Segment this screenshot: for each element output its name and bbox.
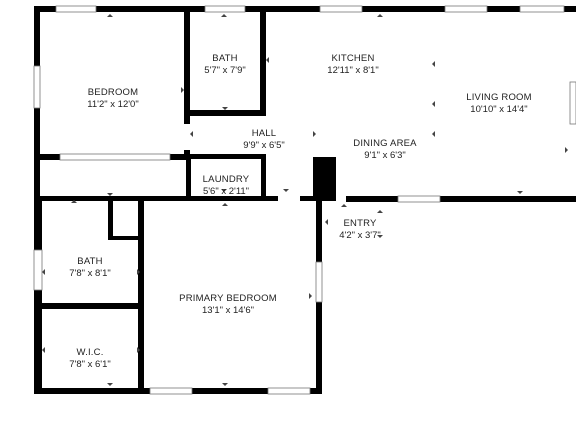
room-label-dining-area: DINING AREA 9'1" x 6'3" bbox=[353, 138, 417, 161]
room-label-primary-bedroom: PRIMARY BEDROOM 13'1" x 14'6" bbox=[179, 293, 277, 316]
wall-laundry-top bbox=[186, 154, 266, 159]
room-name: PRIMARY BEDROOM bbox=[179, 293, 277, 304]
room-name: BATH bbox=[77, 256, 102, 267]
window-kitchen-top bbox=[319, 5, 363, 13]
room-dims: 9'1" x 6'3" bbox=[364, 150, 406, 161]
room-label-bath-lower: BATH 7'8" x 8'1" bbox=[69, 256, 111, 279]
wall-closet-stub-2 bbox=[108, 236, 144, 240]
room-label-bath-upper: BATH 5'7" x 7'9" bbox=[204, 53, 246, 76]
room-dims: 5'7" x 7'9" bbox=[204, 65, 246, 76]
window-bedroom-left bbox=[33, 65, 41, 109]
window-dining-bottom bbox=[397, 195, 441, 203]
room-name: LAUNDRY bbox=[203, 174, 250, 185]
wall-bath-wic bbox=[34, 303, 144, 309]
room-label-hall: HALL 9'9" x 6'5" bbox=[243, 128, 285, 151]
wall-upper-bottom-right bbox=[346, 196, 576, 202]
room-dims: 5'6" x 2'11" bbox=[203, 186, 249, 197]
room-label-entry: ENTRY 4'2" x 3'7" bbox=[339, 218, 381, 241]
room-name: HALL bbox=[252, 128, 277, 139]
room-name: BEDROOM bbox=[88, 87, 139, 98]
window-bath-top bbox=[204, 5, 246, 13]
window-bedroom-closet bbox=[59, 153, 171, 161]
wall-laundry-left bbox=[186, 154, 191, 200]
room-label-wic: W.I.C. 7'8" x 6'1" bbox=[69, 347, 111, 370]
room-name: DINING AREA bbox=[353, 138, 417, 149]
wall-left-lower bbox=[34, 198, 42, 394]
room-dims: 7'8" x 8'1" bbox=[69, 268, 111, 279]
room-dims: 13'1" x 14'6" bbox=[202, 305, 254, 316]
wall-bath-bottom bbox=[184, 110, 266, 116]
room-name: KITCHEN bbox=[331, 53, 374, 64]
walls bbox=[34, 6, 576, 394]
window-primary-bottom-2 bbox=[267, 387, 311, 395]
window-primary-right bbox=[315, 261, 323, 303]
room-dims: 4'2" x 3'7" bbox=[339, 230, 381, 241]
wall-upper-bottom-mid bbox=[300, 196, 322, 201]
room-label-bedroom: BEDROOM 11'2" x 12'0" bbox=[87, 87, 138, 110]
room-label-kitchen: KITCHEN 12'11" x 8'1" bbox=[327, 53, 378, 76]
room-label-laundry: LAUNDRY 5'6" x 2'11" bbox=[203, 174, 250, 197]
wall-upper-bottom-left bbox=[34, 196, 278, 201]
window-primary-bottom-1 bbox=[149, 387, 193, 395]
room-dims: 10'10" x 14'4" bbox=[470, 104, 527, 115]
room-name: BATH bbox=[212, 53, 237, 64]
wall-top-outer bbox=[34, 6, 576, 12]
windows bbox=[33, 5, 576, 395]
wall-closet-stub-1 bbox=[108, 200, 113, 240]
wall-lower-bath-right bbox=[138, 198, 144, 394]
room-dims: 11'2" x 12'0" bbox=[87, 99, 138, 110]
window-bedroom-top bbox=[55, 5, 97, 13]
measurement-ticks bbox=[42, 14, 568, 386]
room-label-living-room: LIVING ROOM 10'10" x 14'4" bbox=[466, 92, 532, 115]
room-dims: 9'9" x 6'5" bbox=[243, 140, 285, 151]
wall-bedroom-right bbox=[184, 6, 190, 124]
wall-laundry-right bbox=[261, 154, 266, 200]
window-bath-lower-left bbox=[33, 249, 43, 291]
room-name: W.I.C. bbox=[76, 347, 103, 358]
room-name: LIVING ROOM bbox=[466, 92, 532, 103]
wall-bath-right bbox=[260, 6, 266, 116]
window-living-right bbox=[569, 81, 576, 125]
window-living-top-1 bbox=[444, 5, 488, 13]
room-dims: 12'11" x 8'1" bbox=[327, 65, 378, 76]
wall-pillar bbox=[313, 157, 336, 201]
room-dims: 7'8" x 6'1" bbox=[69, 359, 111, 370]
window-living-top-2 bbox=[519, 5, 565, 13]
room-name: ENTRY bbox=[343, 218, 376, 229]
